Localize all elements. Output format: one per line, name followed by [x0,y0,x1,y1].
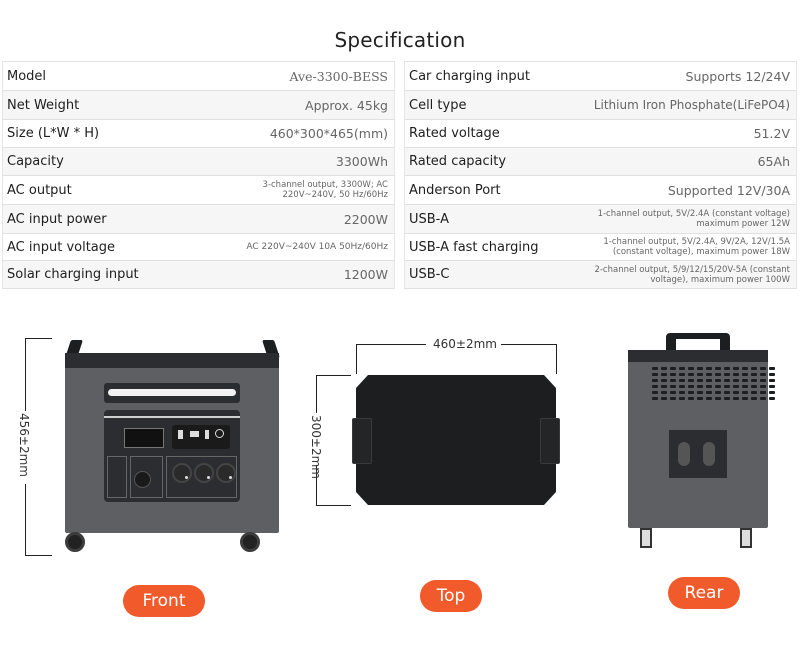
lcd-display [124,428,164,448]
spec-value: 2200W [343,211,388,227]
caster-wheel [240,532,260,552]
spec-row-rated-capacity: Rated capacity 65Ah [404,148,797,176]
spec-value: 1-channel output, 5V/2.4A (constant volt… [597,209,790,229]
ac-outlet [172,463,192,483]
rear-port-panel [669,430,727,478]
dimension-line [25,555,52,556]
ac-outlet-group [166,456,237,498]
dimension-line [556,344,557,374]
spec-value: 2-channel output, 5/9/12/15/20V-5A (cons… [594,264,790,285]
front-top-band [65,353,279,368]
spec-row-cell-type: Cell type Lithium Iron Phosphate(LiFePO4… [404,91,797,120]
dimension-line [25,338,52,339]
side-handle-left [352,418,372,464]
spec-value: Supports 12/24V [685,68,790,84]
spec-label: AC input voltage [7,239,116,255]
spec-label: Capacity [7,154,64,169]
spec-label: Net Weight [7,97,80,113]
spec-row-usb-a: USB-A 1-channel output, 5V/2.4A (constan… [404,205,797,234]
top-device-body [356,375,556,505]
spec-row-car-charging: Car charging input Supports 12/24V [404,62,797,91]
spec-value: Approx. 45kg [305,97,388,113]
spec-label: Solar charging input [7,267,139,282]
rear-top-band [628,350,768,362]
ventilation-grille [652,367,775,400]
dimension-line [356,344,426,345]
spec-value: 65Ah [757,154,790,169]
power-icon [215,429,224,438]
spec-row-capacity: Capacity 3300Wh [2,148,395,176]
spec-value: 1200W [343,267,388,282]
spec-row-solar: Solar charging input 1200W [2,261,395,289]
usb-port-group [107,456,127,498]
spec-label: USB-C [409,267,450,282]
spec-row-ac-output: AC output 3-channel output, 3300W; AC 22… [2,176,395,205]
spec-value: 460*300*465(mm) [269,126,388,141]
spec-row-rated-voltage: Rated voltage 51.2V [404,120,797,148]
spec-value: 3300Wh [335,154,388,169]
spec-value: 51.2V [753,126,790,141]
anderson-port [678,442,690,466]
spec-value: 3-channel output, 3300W; AC 220V~240V, 5… [262,180,388,200]
spec-value: 1-channel output, 5V/2.4A, 9V/2A, 12V/1.… [603,237,790,257]
spec-label: USB-A [409,211,449,227]
dimension-line [25,338,26,411]
spec-table-right: Car charging input Supports 12/24V Cell … [404,61,797,289]
spec-value: Lithium Iron Phosphate(LiFePO4) [593,98,790,112]
dimension-line [25,484,26,555]
spec-row-anderson: Anderson Port Supported 12V/30A [404,176,797,205]
dc-port-group [130,456,163,498]
spec-label: Size (L*W * H) [7,126,100,141]
spec-row-ac-input-voltage: AC input voltage AC 220V~240V 10A 50Hz/6… [2,234,395,261]
caster-wheel [65,532,85,552]
spec-row-usb-c: USB-C 2-channel output, 5/9/12/15/20V-5A… [404,261,797,289]
spec-label: USB-A fast charging [409,239,539,255]
dimension-line [316,505,351,506]
ac-outlet [194,463,214,483]
dimension-line [316,375,317,413]
page-title: Specification [334,28,466,52]
dimension-line [316,375,351,376]
spec-label: Model [7,68,47,84]
dimension-line [316,465,317,505]
length-dimension-label: 460±2mm [433,337,497,351]
spec-label: Rated voltage [409,126,500,141]
spec-label: AC input power [7,211,107,227]
ac-outlet [216,463,236,483]
spec-label: Anderson Port [409,182,501,198]
spec-row-model: Model Ave-3300-BESS [2,62,395,91]
spec-label: Cell type [409,97,467,113]
front-control-panel [104,410,240,502]
width-dimension-label: 300±2mm [309,415,323,479]
spec-label: Rated capacity [409,154,507,169]
dimension-line [501,344,556,345]
spec-row-ac-input-power: AC input power 2200W [2,205,395,234]
rear-caster [740,528,752,548]
spec-label: AC output [7,182,72,198]
spec-value: Ave-3300-BESS [289,68,388,84]
front-carry-slot [104,383,240,403]
spec-value: AC 220V~240V 10A 50Hz/60Hz [246,242,388,252]
height-dimension-label: 456±2mm [17,413,31,477]
top-view-button[interactable]: Top [420,580,482,612]
rear-caster [640,528,652,548]
dimension-line [356,344,357,374]
spec-row-net-weight: Net Weight Approx. 45kg [2,91,395,120]
spec-table-left: Model Ave-3300-BESS Net Weight Approx. 4… [2,61,395,289]
side-handle-right [540,418,560,464]
front-view-button[interactable]: Front [123,585,205,617]
spec-row-usb-a-fast: USB-A fast charging 1-channel output, 5V… [404,234,797,261]
spec-row-size: Size (L*W * H) 460*300*465(mm) [2,120,395,148]
spec-value: Supported 12V/30A [667,182,790,198]
spec-label: Car charging input [409,68,530,84]
anderson-port [703,442,715,466]
button-cluster [172,425,230,449]
rear-view-button[interactable]: Rear [668,577,740,609]
